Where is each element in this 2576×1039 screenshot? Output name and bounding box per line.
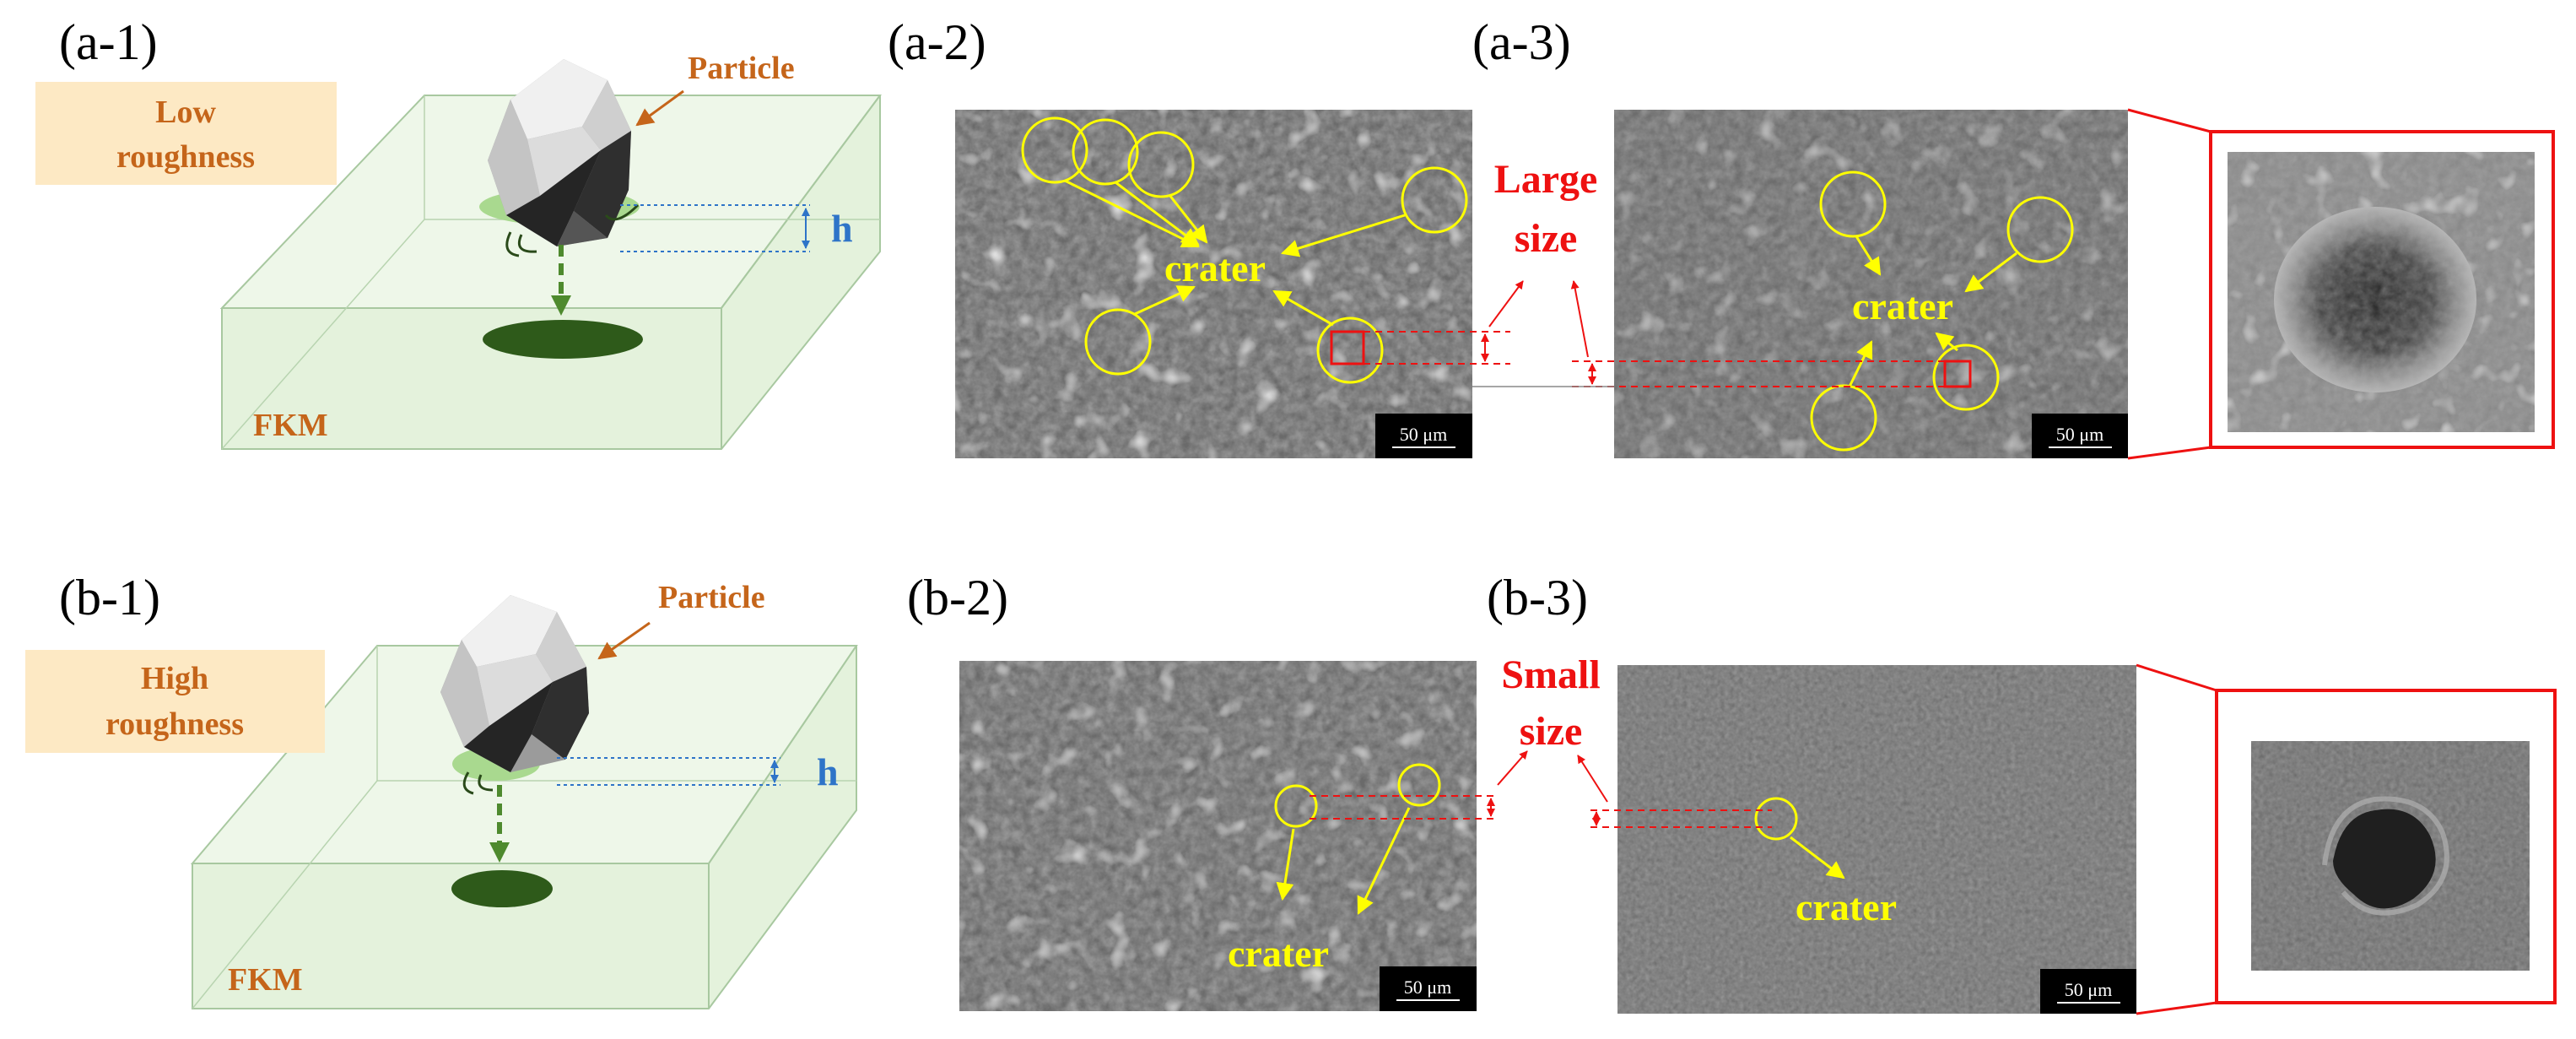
crater-arrows-a3 (1848, 235, 2017, 387)
size-label-b-line2: size (1520, 709, 1583, 754)
svg-text:50 μm: 50 μm (1400, 424, 1447, 445)
size-label-a-line2: size (1515, 216, 1578, 261)
roughness-box-b (25, 650, 325, 753)
crater-label-a3: crater (1852, 284, 1953, 327)
particle-label-b: Particle (658, 580, 765, 615)
crater-ellipse-a (483, 320, 643, 359)
sem-image-b2 (959, 661, 1477, 1011)
particle-pointer-b (597, 621, 651, 660)
size-markers-a (1330, 280, 1972, 388)
size-markers-b (1310, 750, 1772, 828)
svg-text:50 μm: 50 μm (2056, 424, 2103, 445)
roughness-box-a (35, 82, 337, 185)
crater-markers-a2 (1021, 116, 1468, 384)
scale-bar-a3: 50 μm (2032, 414, 2128, 458)
scale-bar-b3: 50 μm (2040, 969, 2136, 1014)
size-label-b-line1: Small (1501, 652, 1600, 697)
sem-image-b3 (1617, 665, 2136, 1014)
crater-markers-b (1274, 763, 1798, 841)
crater-label-a2: crater (1164, 246, 1266, 290)
depth-label-b: h (817, 750, 839, 793)
particle-b (440, 595, 589, 772)
wear-debris-a (505, 203, 640, 257)
depth-label-a: h (831, 207, 853, 250)
crater-arrows-b (1276, 807, 1845, 915)
panel-label-b1: (b-1) (59, 570, 160, 625)
panel-label-a1: (a-1) (59, 14, 158, 70)
roughness-line2-b: roughness (105, 706, 244, 742)
particle-label-a: Particle (688, 51, 795, 86)
zoom-inset-b (2136, 663, 2557, 1015)
zoom-inset-a (2127, 108, 2555, 460)
crater-label-b2: crater (1228, 932, 1329, 975)
material-label-a: FKM (253, 408, 328, 443)
roughness-line1-b: High (141, 661, 208, 696)
panel-label-b2: (b-2) (907, 570, 1008, 625)
sem-image-a3 (1614, 110, 2128, 458)
material-label-b: FKM (228, 962, 303, 998)
panel-label-a3: (a-3) (1472, 14, 1571, 70)
particle-pointer-a (635, 89, 684, 127)
scale-bar-b2: 50 μm (1380, 966, 1477, 1011)
size-label-a-line1: Large (1494, 157, 1598, 202)
roughness-line2-a: roughness (116, 139, 255, 175)
scale-bar-a2: 50 μm (1375, 414, 1472, 458)
svg-text:50 μm: 50 μm (1404, 977, 1451, 998)
wear-debris-b (462, 771, 494, 795)
roughness-line1-a: Low (155, 95, 216, 130)
panel-label-a2: (a-2) (888, 14, 986, 70)
crater-label-b3: crater (1796, 885, 1897, 928)
crater-arrows-a2 (1064, 179, 1406, 327)
svg-text:50 μm: 50 μm (2065, 979, 2112, 1000)
panel-label-b3: (b-3) (1487, 570, 1588, 625)
sem-image-a2 (955, 110, 1472, 458)
crater-ellipse-b (451, 870, 553, 907)
particle-a (488, 59, 631, 246)
